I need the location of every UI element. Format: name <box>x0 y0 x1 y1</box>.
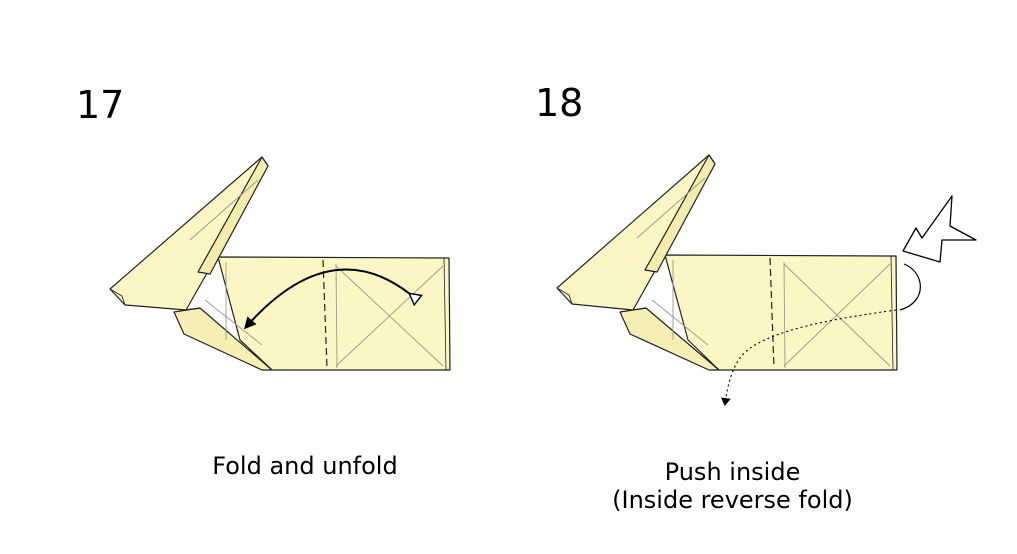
step-17-fold-unfold-arrow <box>246 268 410 327</box>
step-18-body <box>664 254 898 371</box>
step-17-caption: Fold and unfold <box>212 452 398 480</box>
step-17-rabbit-model <box>109 156 451 371</box>
step-18-curl-arrow <box>899 263 921 311</box>
step-18-caption: Push inside (Inside reverse fold) <box>585 458 880 514</box>
step-18-caption-line1: Push inside <box>664 458 801 486</box>
step-18-caption-line2: (Inside reverse fold) <box>612 486 853 514</box>
step-18-rabbit-model <box>556 154 898 371</box>
step-18-hidden-fold-path <box>720 309 897 406</box>
step-18-creases <box>636 177 891 369</box>
step-17-number: 17 <box>76 83 125 127</box>
step-18-number: 18 <box>535 81 584 125</box>
step-18-push-arrow-icon <box>902 195 977 263</box>
step-18-fold-line <box>769 257 775 369</box>
step-17-valley-fold-line <box>322 259 328 369</box>
